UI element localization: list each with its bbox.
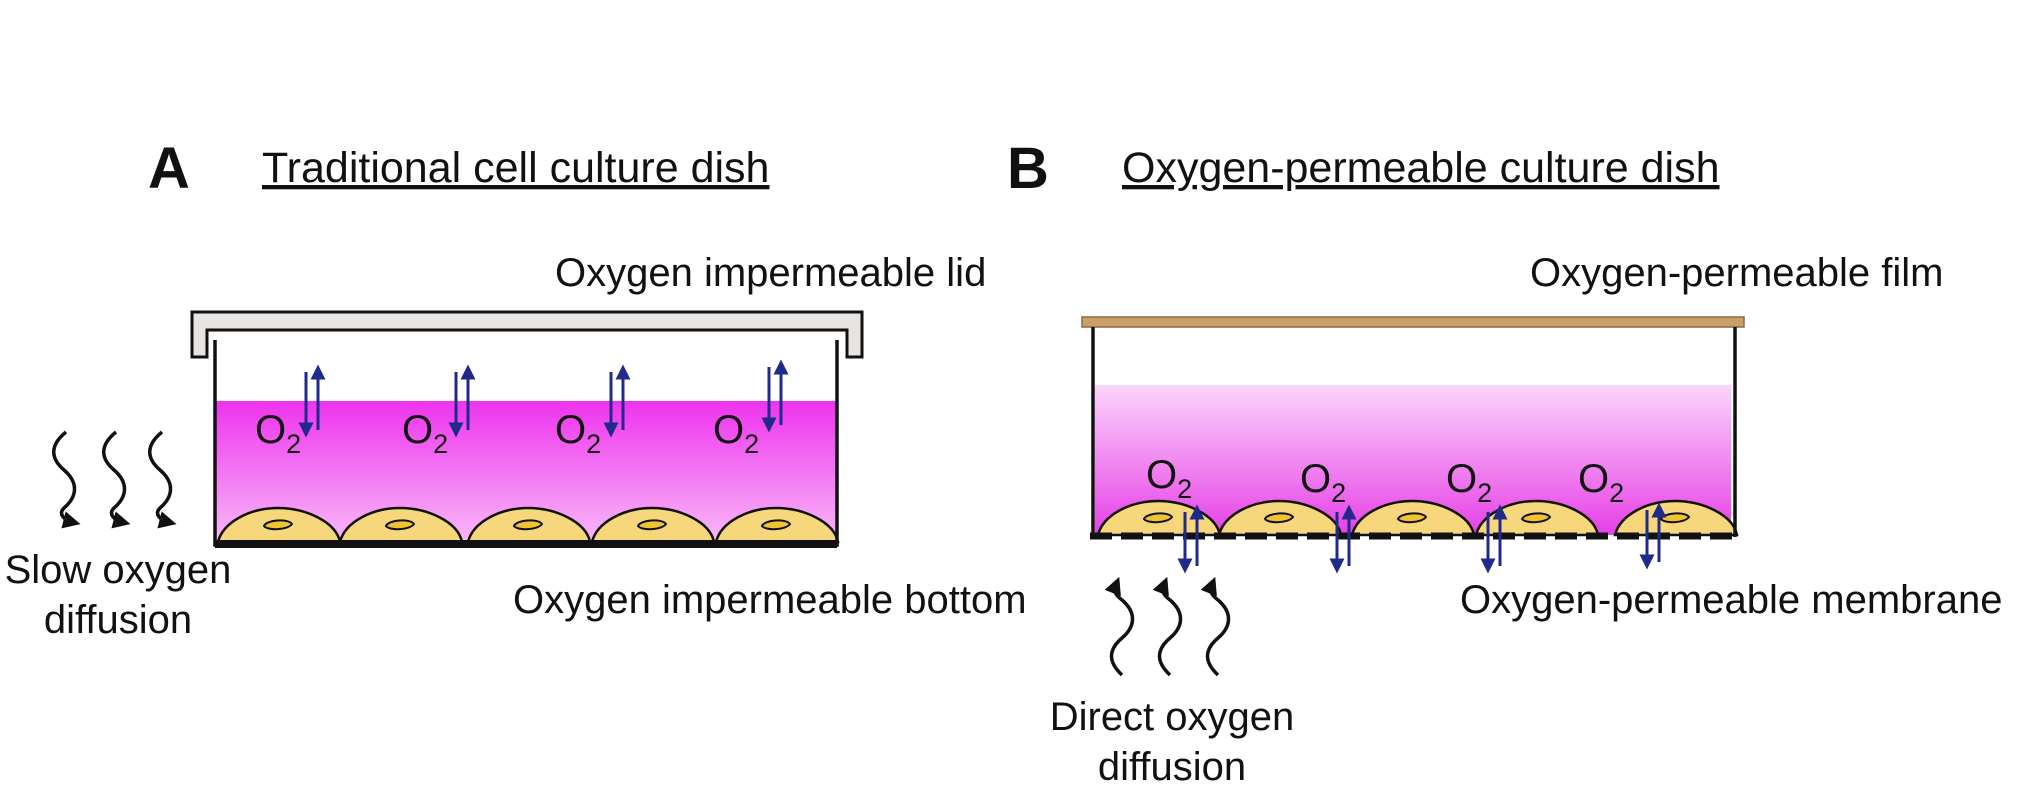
permeable-film bbox=[1081, 316, 1745, 328]
direct-diffusion-label: Direct oxygen bbox=[1050, 695, 1295, 739]
o2-label: O2 bbox=[1146, 453, 1192, 504]
o2-label: O2 bbox=[555, 408, 601, 459]
cell-layer-a bbox=[216, 506, 840, 544]
slow-diffusion-label: Slow oxygen bbox=[5, 548, 232, 592]
o2-label: O2 bbox=[713, 408, 759, 459]
slow-diffusion-arrows bbox=[52, 430, 177, 529]
o2-label: O2 bbox=[255, 408, 301, 459]
direct-diffusion-label-2: diffusion bbox=[1098, 745, 1246, 789]
o2-label: O2 bbox=[1446, 457, 1492, 508]
o2-label: O2 bbox=[1300, 457, 1346, 508]
panel-a-letter: A bbox=[148, 136, 190, 201]
panel-b: B Oxygen-permeable culture dish Oxygen-p… bbox=[1007, 136, 2002, 789]
panel-a-title: Traditional cell culture dish bbox=[262, 144, 769, 192]
panel-b-membrane-label: Oxygen-permeable membrane bbox=[1460, 578, 2002, 622]
o2-exchange-b: O2 O2 O2 O2 bbox=[1146, 453, 1667, 574]
panel-b-film-label: Oxygen-permeable film bbox=[1530, 251, 1944, 295]
panel-b-title: Oxygen-permeable culture dish bbox=[1122, 144, 1720, 192]
panel-a: A Traditional cell culture dish Oxygen i… bbox=[5, 136, 1027, 642]
panel-a-bottom-label: Oxygen impermeable bottom bbox=[513, 578, 1027, 622]
slow-diffusion-label-2: diffusion bbox=[44, 598, 192, 642]
panel-b-letter: B bbox=[1007, 136, 1049, 201]
o2-exchange-a: O2 O2 O2 O2 bbox=[255, 359, 789, 459]
impermeable-lid bbox=[190, 310, 864, 359]
o2-label: O2 bbox=[402, 408, 448, 459]
impermeable-bottom bbox=[215, 540, 837, 548]
o2-label: O2 bbox=[1578, 457, 1624, 508]
panel-a-lid-label: Oxygen impermeable lid bbox=[555, 251, 986, 295]
direct-diffusion-arrows bbox=[1104, 576, 1231, 677]
